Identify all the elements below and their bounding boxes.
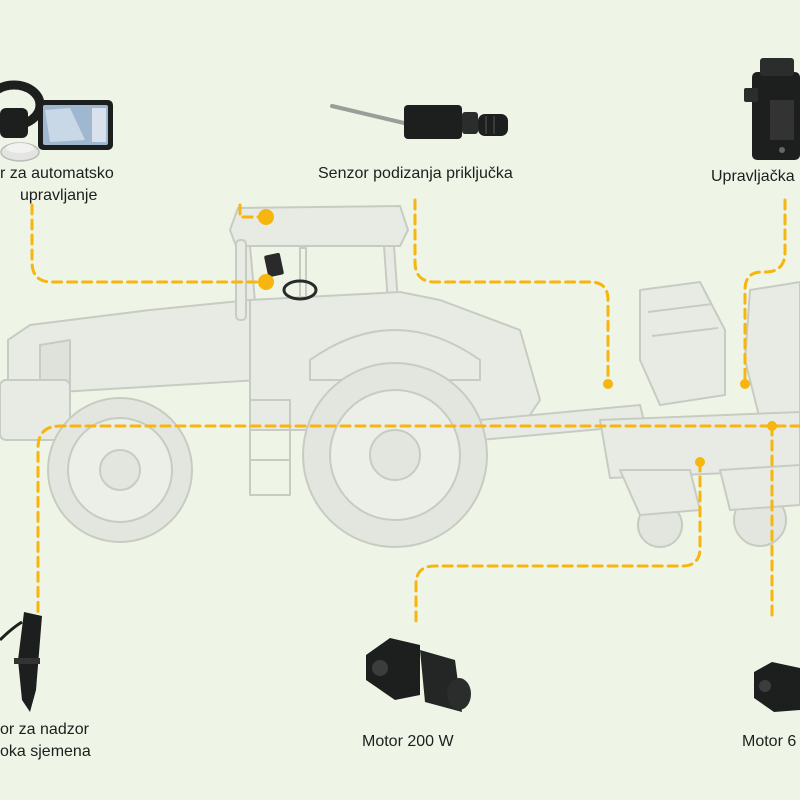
gnss-antenna-icon [0,142,40,162]
motor-200-label: Motor 200 W [362,731,454,753]
tractor-wheels [47,362,488,548]
lift-sensor-icon [330,104,508,139]
tractor-illustration [0,205,646,496]
lift-sensor-label-text: Senzor podizanja priključka [318,165,513,182]
controller-label: Upravljačka [711,166,795,188]
controller-box-icon [744,58,800,160]
autosteer-label-line2: upravljanje [20,187,98,204]
motor-right-label: Motor 6 [742,731,796,753]
tablet-display-icon [38,100,113,150]
motor-icon-right [754,662,800,712]
seed-sensor-label: or za nadzor oka sjemena [0,719,91,763]
seed-sensor-label-line2: oka sjemena [0,743,91,760]
seeder-illustration [599,281,800,548]
cab-display [264,252,284,278]
autosteer-label: r za automatsko upravljanje [0,163,114,207]
cab-steering-wheel [282,279,318,301]
seed-sensor-icon [0,612,42,712]
connector-nodes [258,209,777,467]
motor-200-label-text: Motor 200 W [362,733,454,750]
connector-lines [30,198,800,628]
lift-sensor-label: Senzor podizanja priključka [318,163,513,185]
motor-right-label-text: Motor 6 [742,733,797,750]
steering-wheel-icon [0,80,45,138]
motor-icon [366,638,471,712]
autosteer-label-line1: r za automatsko [0,165,114,182]
seed-sensor-label-line1: or za nadzor [0,721,89,738]
controller-label-text: Upravljačka [711,168,795,185]
